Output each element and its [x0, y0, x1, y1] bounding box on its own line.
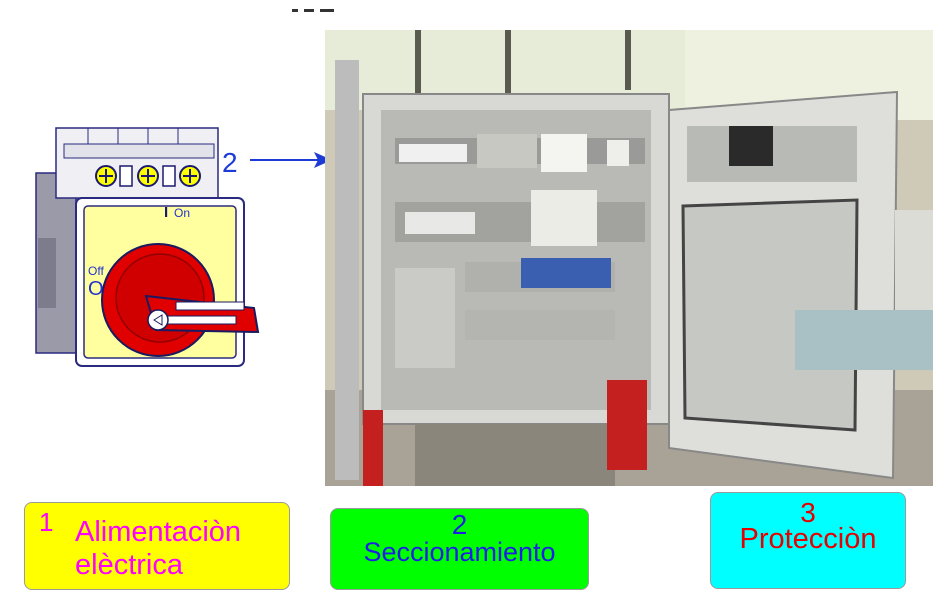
power-supply-title-line2: elèctrica: [75, 549, 183, 581]
power-supply-number: 1: [39, 507, 54, 537]
protection-label: 3 Protecciòn: [710, 492, 906, 589]
power-supply-title-line1: Alimentaciòn: [75, 516, 242, 548]
disconnection-number: 2: [451, 509, 468, 540]
protection-number: 3: [800, 497, 816, 528]
switch-on-mark: I: [164, 204, 169, 221]
rotary-switch-illustration: I On Off O: [28, 118, 298, 388]
terminal-screws: [95, 165, 201, 187]
disconnection-title: Seccionamiento: [363, 537, 556, 567]
power-supply-label: 1 Alimentaciòn elèctrica: [24, 502, 290, 590]
callout-number: 2: [222, 147, 238, 178]
electrical-cabinet-photo: [325, 30, 933, 486]
disconnection-label: 2 Seccionamiento: [330, 508, 589, 590]
protection-title: Protecciòn: [739, 523, 877, 555]
switch-on-label: On: [174, 206, 191, 220]
top-cropped-mark: [290, 0, 350, 12]
switch-off-mark: O: [88, 278, 104, 300]
switch-off-label: Off: [88, 264, 104, 278]
callout-arrow: [248, 148, 334, 172]
